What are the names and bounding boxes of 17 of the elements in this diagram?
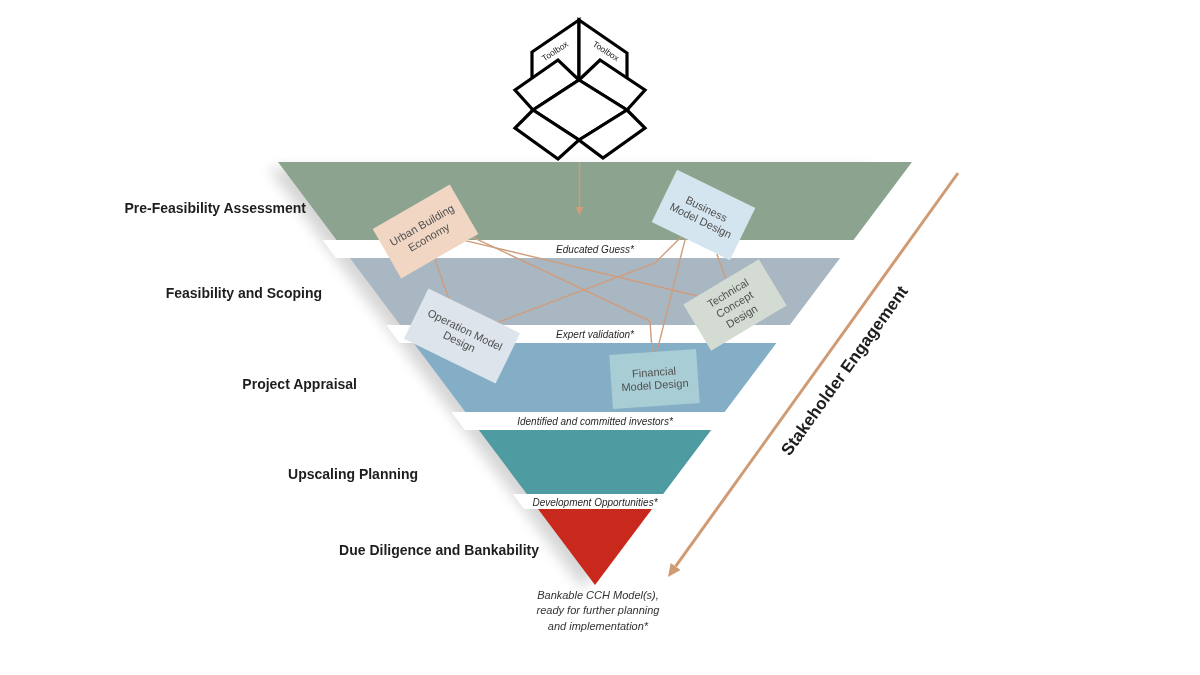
gate-label: Development Opportunities* [532, 496, 658, 508]
connector-line [497, 236, 682, 324]
connector-line [471, 236, 653, 353]
connector-line [656, 237, 686, 353]
stage-label: Project Appraisal [242, 376, 357, 392]
stage-label: Feasibility and Scoping [165, 285, 322, 301]
stage-label: Due Diligence and Bankability [339, 542, 539, 558]
gate-label: Identified and committed investors* [517, 415, 673, 427]
outcome-note: Bankable CCH Model(s), ready for further planning and implementation* [535, 588, 661, 634]
connector-line [464, 239, 699, 297]
connector-line [433, 257, 450, 300]
connector-line [716, 253, 727, 280]
stage-label: Pre-Feasibility Assessment [124, 200, 306, 216]
stage-label: Upscaling Planning [288, 466, 418, 482]
gate-label: Expert validation* [556, 328, 634, 340]
arrow [575, 161, 584, 216]
gate-label: Educated Guess* [556, 243, 634, 255]
